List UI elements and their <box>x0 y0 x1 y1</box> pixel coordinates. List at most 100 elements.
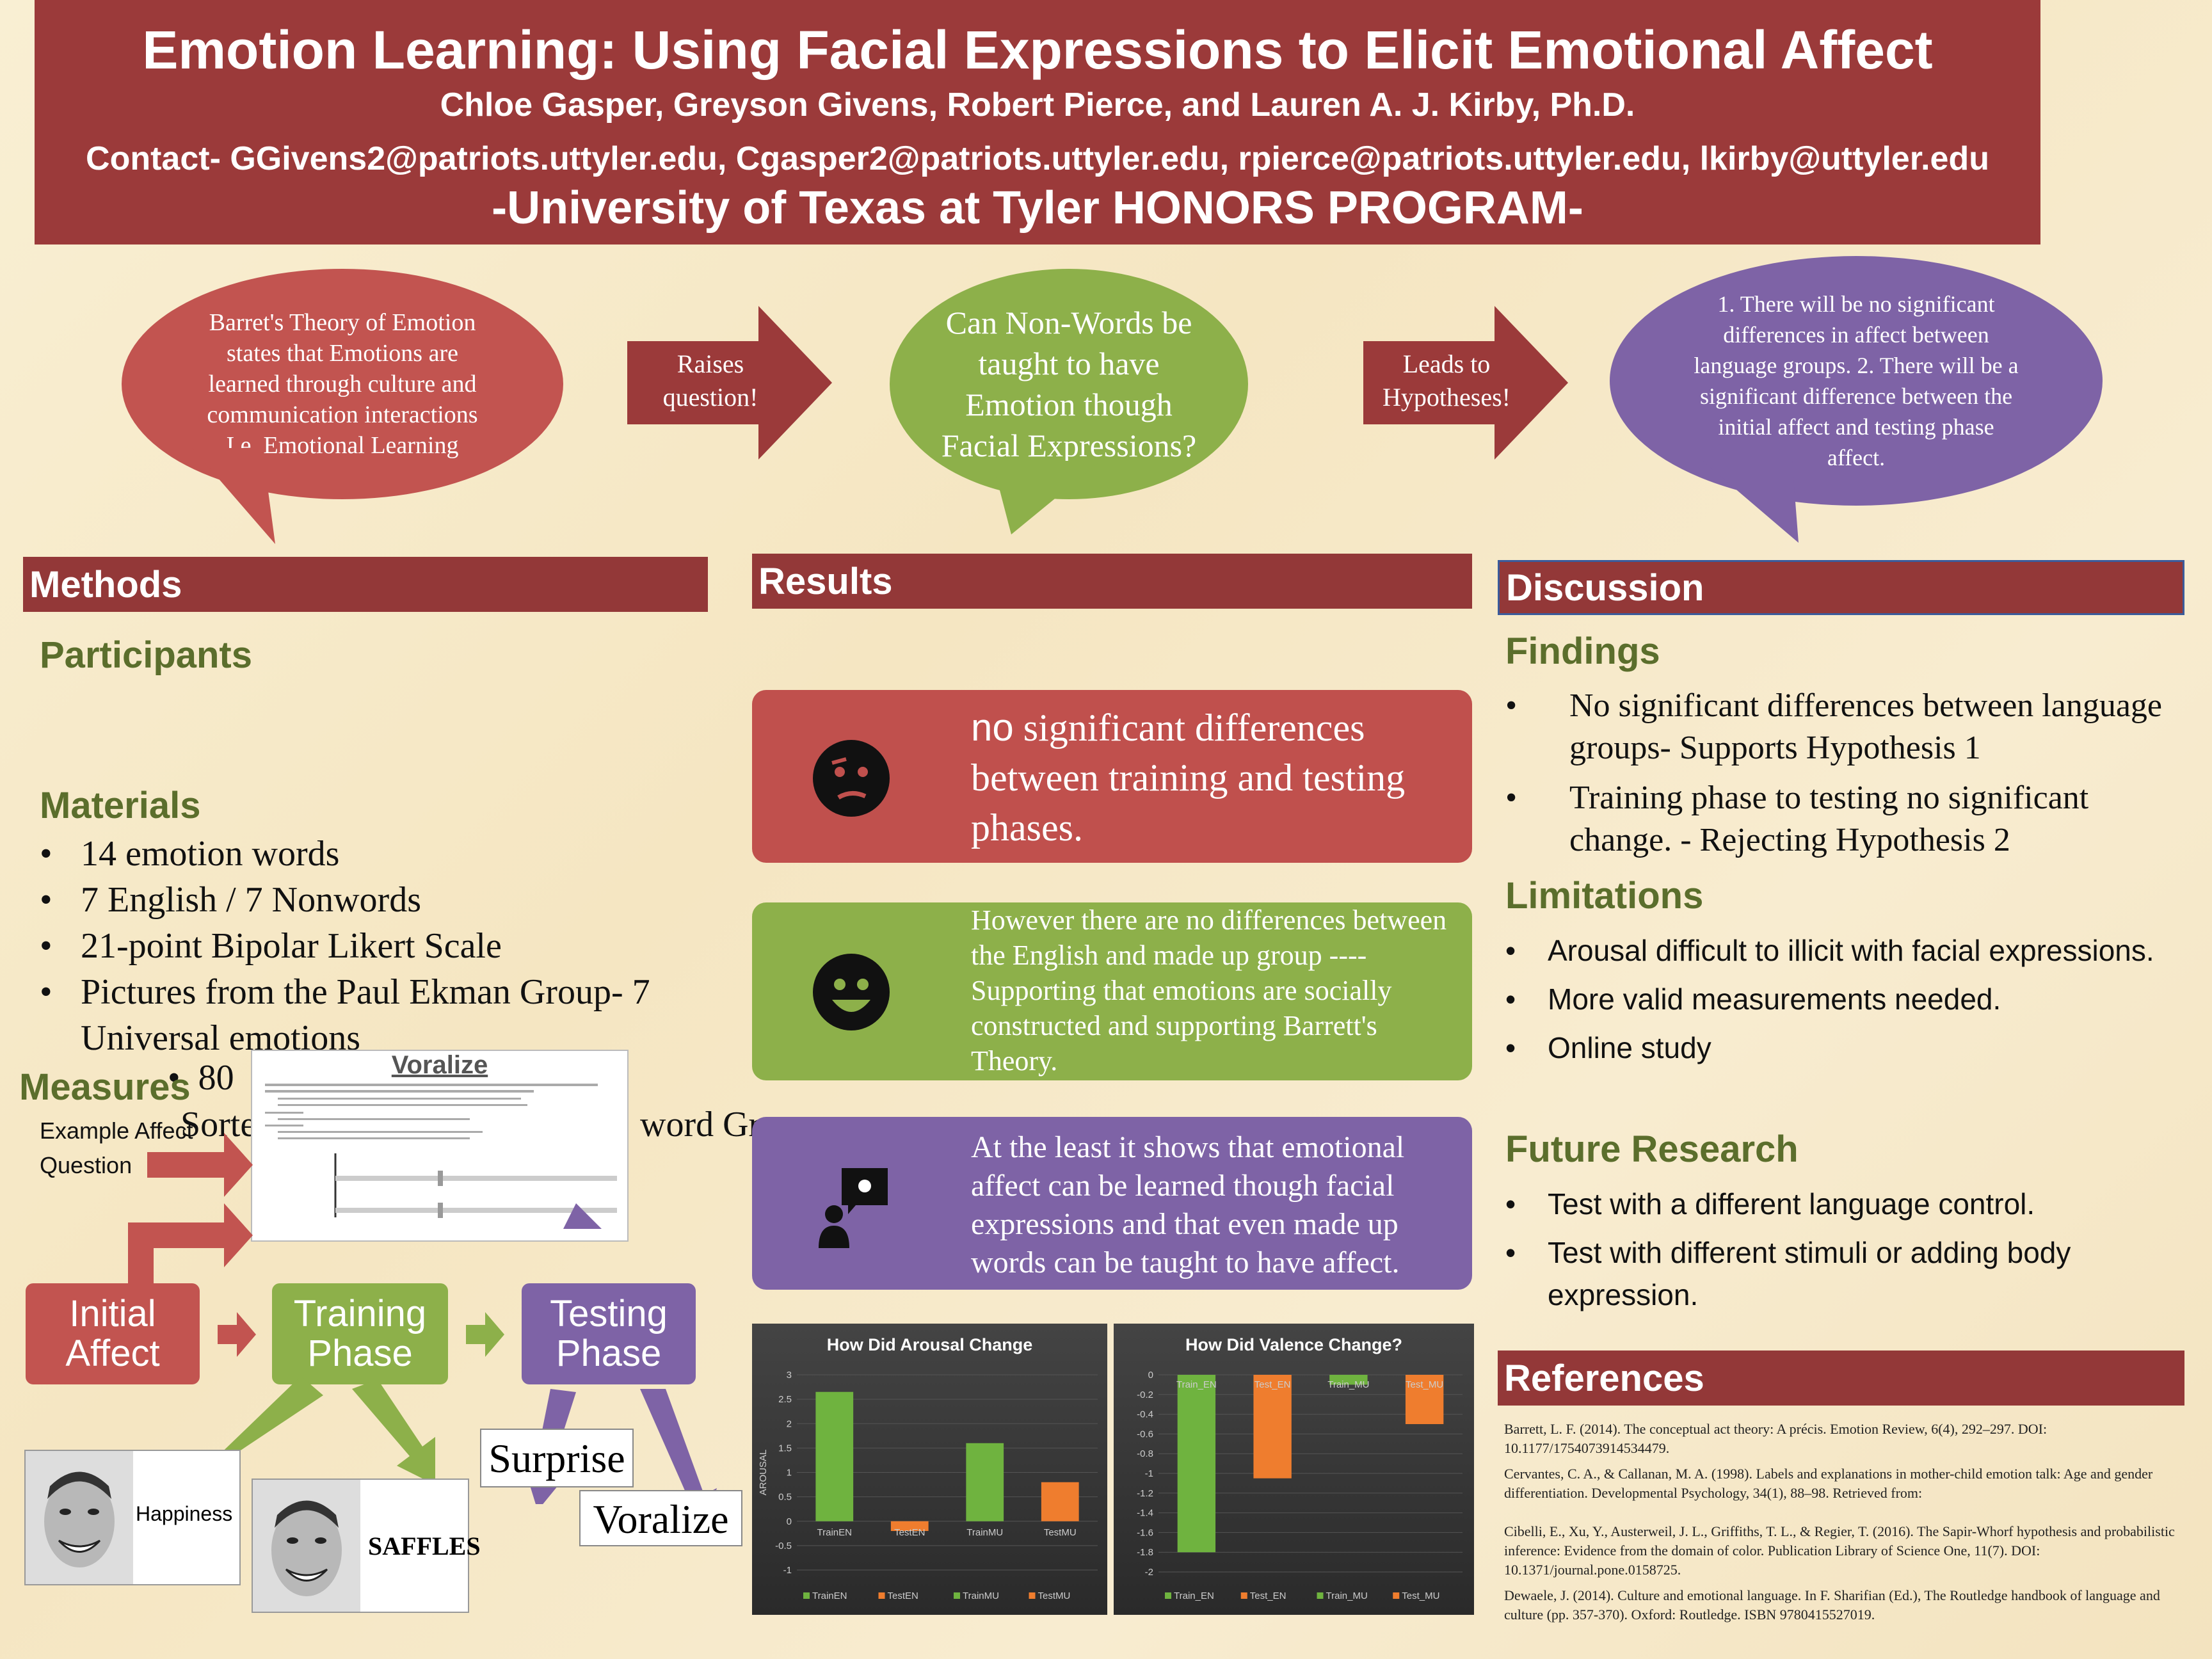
y-tick-label: 2 <box>787 1418 792 1429</box>
materials-item-tail: word Gr <box>640 1105 761 1144</box>
testing-arrow-up <box>563 1203 602 1229</box>
limitations-heading: Limitations <box>1505 875 1704 917</box>
arrow-raises <box>627 306 832 460</box>
materials-item: 7 English / 7 Nonwords <box>40 877 699 923</box>
face-saffles-image <box>253 1480 360 1612</box>
future-research-list: Test with a different language control. … <box>1505 1183 2184 1316</box>
bar-Train_MU <box>1329 1375 1368 1385</box>
measures-arrows <box>128 1133 253 1293</box>
reference-item: Dewaele, J. (2014). Culture and emotiona… <box>1504 1587 2160 1623</box>
bar-TestEN <box>890 1521 929 1531</box>
findings-item: No significant differences between langu… <box>1505 685 2184 769</box>
legend-swatch <box>1317 1592 1324 1599</box>
idea-person-icon <box>819 1168 888 1248</box>
smiley-face-icon <box>813 954 890 1030</box>
arrow-leads-label: Leads to Hypotheses! <box>1382 349 1511 412</box>
saffles-label: SAFFLES <box>368 1532 481 1560</box>
hypotheses-text: 1. There will be no significant differen… <box>1694 291 2019 470</box>
poster-title: Emotion Learning: Using Facial Expressio… <box>142 20 1933 80</box>
materials-item: 14 emotion words <box>40 831 699 877</box>
y-tick-label: 1 <box>787 1468 792 1479</box>
legend-label: TestEN <box>888 1591 918 1601</box>
contact: Contact- GGivens2@patriots.uttyler.edu, … <box>86 140 1989 177</box>
legend-label: Test_EN <box>1250 1591 1286 1601</box>
confused-face-icon <box>813 740 890 817</box>
stage-testing-phase: Testing Phase <box>522 1283 696 1384</box>
legend-label: TrainEN <box>812 1591 847 1601</box>
saffles-photo-card: SAFFLES <box>252 1479 481 1613</box>
bar-TestMU <box>1041 1482 1079 1521</box>
valence-chart-svg: 0-0.2-0.4-0.6-0.8-1-1.2-1.4-1.6-1.8-2Tra… <box>1137 1370 1463 1601</box>
limitations-item: More valid measurements needed. <box>1505 978 2184 1020</box>
authors: Chloe Gasper, Greyson Givens, Robert Pie… <box>440 86 1635 124</box>
x-tick-label: Test_MU <box>1406 1379 1443 1390</box>
legend-label: TrainMU <box>963 1591 999 1601</box>
y-tick-label: -0.5 <box>775 1541 792 1551</box>
references-heading: References <box>1498 1350 2184 1406</box>
legend-swatch <box>803 1592 810 1599</box>
materials-item: 80 <box>198 1058 234 1098</box>
findings-item: Training phase to testing no significant… <box>1505 777 2184 862</box>
results-heading: Results <box>752 554 1472 609</box>
result-3-text: At the least it shows that emotional aff… <box>971 1130 1405 1279</box>
question-text: Can Non-Words be taught to have Emotion … <box>941 305 1197 463</box>
arrow-raises-label: Raises question! <box>662 349 758 412</box>
stage-initial-affect: Initial Affect <box>26 1283 200 1384</box>
bar-TrainEN <box>815 1391 854 1521</box>
y-axis-label: AROUSAL <box>758 1450 769 1496</box>
likert-scale-thumbnail <box>265 1084 617 1218</box>
y-tick-label: -0.8 <box>1137 1448 1153 1459</box>
stage-arrow-1 <box>218 1312 256 1357</box>
legend-label: Test_MU <box>1402 1591 1439 1601</box>
happiness-photo-card: Happiness <box>24 1450 241 1585</box>
voralize-label: Voralize <box>579 1490 742 1546</box>
materials-item: 21-point Bipolar Likert Scale <box>40 923 699 969</box>
legend-swatch <box>1393 1592 1400 1599</box>
theory-bubble-tail <box>192 448 275 544</box>
question-bubble-tail <box>992 461 1101 534</box>
materials-list: 14 emotion words 7 English / 7 Nonwords … <box>40 831 699 1061</box>
x-tick-label: Train_MU <box>1327 1379 1369 1390</box>
result-box-2: However there are no differences between… <box>752 902 1472 1080</box>
legend-swatch <box>1240 1592 1247 1599</box>
y-tick-label: -1.4 <box>1137 1508 1153 1519</box>
poster-header: Emotion Learning: Using Facial Expressio… <box>35 0 2040 244</box>
y-tick-label: -0.6 <box>1137 1429 1153 1439</box>
example-question-card: Voralize <box>251 1050 629 1242</box>
hypotheses-bubble-tail <box>1703 461 1799 543</box>
legend-swatch <box>878 1592 885 1599</box>
methods-heading: Methods <box>23 557 708 612</box>
stage-arrow-2 <box>466 1312 504 1357</box>
y-tick-label: -1.8 <box>1137 1547 1153 1558</box>
legend-swatch <box>1029 1592 1036 1599</box>
y-tick-label: 2.5 <box>778 1394 792 1405</box>
arousal-chart-title: How Did Arousal Change <box>826 1335 1033 1354</box>
valence-chart-title: How Did Valence Change? <box>1185 1335 1403 1354</box>
result-1-text: no significant differences between train… <box>971 703 1457 853</box>
materials-item: Pictures from the Paul Ekman Group- 7 Un… <box>40 969 699 1061</box>
happiness-label: Happiness <box>136 1502 233 1525</box>
x-tick-label: TestMU <box>1044 1527 1077 1538</box>
bar-Test_EN <box>1253 1375 1292 1479</box>
limitations-item: Online study <box>1505 1027 2184 1069</box>
result-1-lead: no <box>971 706 1014 749</box>
future-research-heading: Future Research <box>1505 1128 1799 1170</box>
result-2-text: However there are no differences between… <box>971 904 1447 1077</box>
x-tick-label: TrainMU <box>966 1527 1003 1538</box>
example-card-title: Voralize <box>391 1051 488 1079</box>
bar-Train_EN <box>1177 1375 1216 1553</box>
future-item: Test with a different language control. <box>1505 1183 2184 1225</box>
findings-list: No significant differences between langu… <box>1505 685 2184 862</box>
measures-heading: Measures <box>19 1066 191 1108</box>
y-tick-label: -0.4 <box>1137 1409 1153 1420</box>
legend-swatch <box>954 1592 960 1599</box>
result-box-3: At the least it shows that emotional aff… <box>752 1117 1472 1290</box>
stage-training-phase: Training Phase <box>272 1283 448 1384</box>
future-item: Test with different stimuli or adding bo… <box>1505 1231 2184 1316</box>
theory-bubble: Barret's Theory of Emotion states that E… <box>122 269 563 499</box>
participants-heading: Participants <box>40 634 252 676</box>
reference-item: Barrett, L. F. (2014). The conceptual ac… <box>1504 1421 2048 1456</box>
face-happiness-image <box>26 1451 133 1584</box>
x-tick-label: TrainEN <box>817 1527 852 1538</box>
